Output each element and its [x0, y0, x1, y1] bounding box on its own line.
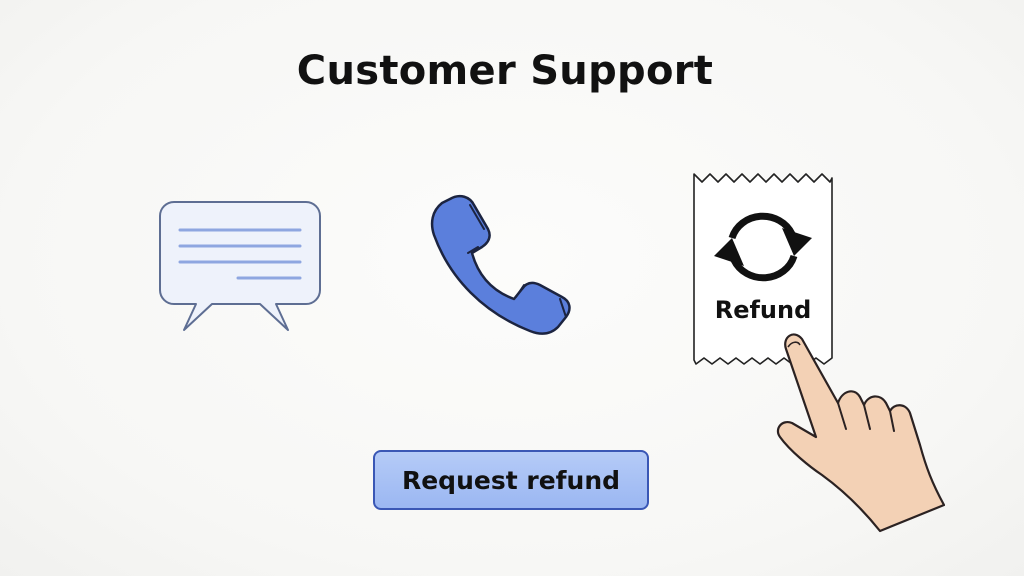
phone-option[interactable]	[420, 185, 580, 335]
chat-bubble-icon	[159, 201, 321, 331]
refund-option[interactable]: Refund	[688, 168, 838, 370]
pointing-hand-icon	[760, 325, 946, 540]
refresh-icon	[714, 212, 812, 282]
page-title: Customer Support	[296, 48, 714, 94]
request-refund-button[interactable]: Request refund	[373, 450, 649, 510]
refund-label: Refund	[714, 296, 812, 324]
receipt-icon	[693, 173, 833, 365]
chat-option[interactable]	[150, 190, 330, 340]
phone-icon	[430, 194, 571, 335]
